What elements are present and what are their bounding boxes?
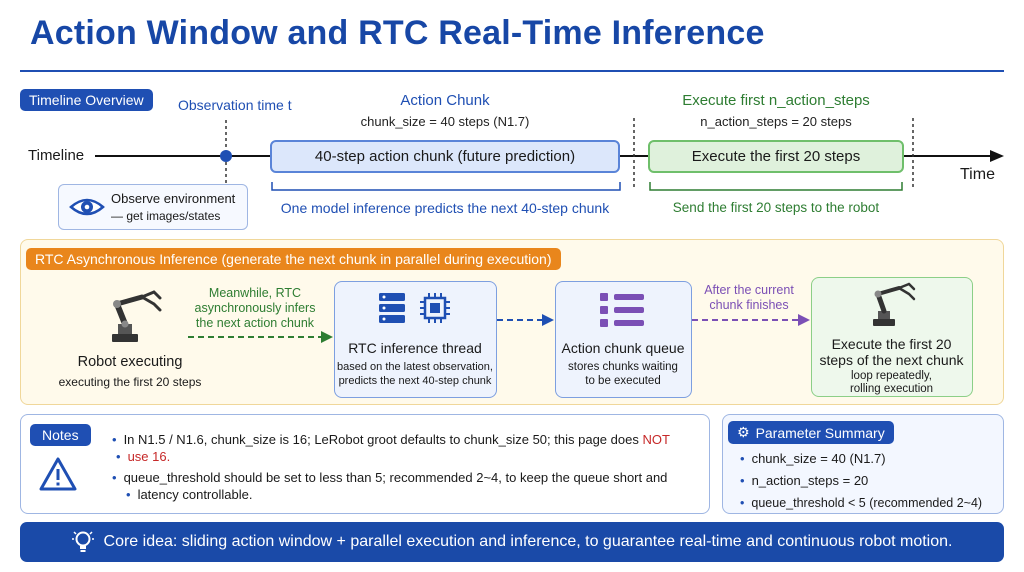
warning-icon [39, 457, 77, 491]
action-chunk-heading: Action Chunk [400, 92, 490, 109]
observe-line-2: — get images/states [111, 209, 221, 223]
time-label: Time [960, 166, 995, 183]
chunk-size-text: chunk_size = 40 steps (N1.7) [360, 114, 530, 129]
title-divider [20, 70, 1004, 72]
thread-sub-1: based on the latest observation, [337, 361, 493, 373]
note-item-2: queue_threshold should be set to less th… [112, 469, 702, 486]
eye-icon [69, 198, 105, 216]
server-chip-icon [379, 293, 450, 323]
robot-arm-icon [112, 290, 162, 342]
next-sub-2: rolling execution [849, 383, 934, 395]
execute-steps-box: Execute the first 20 steps [648, 140, 904, 173]
next-chunk-card: Execute the first 20 steps of the next c… [811, 277, 973, 397]
after-line-1: After the current [704, 283, 794, 297]
meanwhile-line-3: the next action chunk [195, 316, 315, 330]
next-title-2: steps of the next chunk [819, 352, 964, 368]
page-title: Action Window and RTC Real-Time Inferenc… [30, 14, 765, 52]
note-1-text: In N1.5 / N1.6, chunk_size is 16; LeRobo… [123, 432, 643, 447]
note-item-1-cont: use 16. [112, 448, 702, 465]
note-item-1: In N1.5 / N1.6, chunk_size is 16; LeRobo… [112, 431, 702, 448]
parameter-list: chunk_size = 40 (N1.7) n_action_steps = … [740, 448, 1000, 514]
note-item-2-cont: latency controllable. [112, 486, 702, 503]
meanwhile-line-2: asynchronously infers [194, 301, 316, 315]
action-chunk-box: 40-step action chunk (future prediction) [270, 140, 620, 173]
core-idea-text: Core idea: sliding action window + paral… [103, 533, 953, 550]
thread-sub-2: predicts the next 40-step chunk [338, 375, 492, 387]
after-line-2: chunk finishes [709, 298, 789, 312]
thread-title: RTC inference thread [348, 340, 482, 356]
observe-environment-box: Observe environment — get images/states [58, 184, 248, 230]
queue-sub-2: to be executed [585, 375, 661, 387]
queue-title: Action chunk queue [561, 340, 685, 356]
list-icon [600, 293, 644, 327]
robot-arm-icon [873, 282, 916, 326]
robot-executing-title: Robot executing [77, 354, 183, 370]
observe-line-1: Observe environment [111, 191, 236, 206]
meanwhile-line-1: Meanwhile, RTC [208, 286, 302, 300]
note-1-line2: use 16. [127, 449, 171, 464]
action-chunk-queue-card: Action chunk queue stores chunks waiting… [555, 281, 692, 398]
parameter-summary-tag: ⚙ Parameter Summary [728, 421, 894, 444]
rtc-arrows [188, 314, 810, 343]
next-sub-1: loop repeatedly, [851, 370, 932, 382]
lightbulb-icon [71, 531, 94, 552]
core-idea-banner: Core idea: sliding action window + paral… [20, 522, 1004, 562]
param-item: chunk_size = 40 (N1.7) [740, 448, 1000, 470]
gear-icon: ⚙ [737, 424, 750, 440]
observation-time-label: Observation time t [178, 97, 292, 113]
param-item: n_action_steps = 20 [740, 470, 1000, 492]
param-item: queue_threshold < 5 (recommended 2~4) [740, 492, 1000, 514]
notes-bullets: In N1.5 / N1.6, chunk_size is 16; LeRobo… [112, 431, 702, 503]
exec-steps-text: n_action_steps = 20 steps [700, 114, 852, 129]
notes-tag: Notes [30, 424, 91, 446]
queue-sub-1: stores chunks waiting [568, 361, 678, 373]
exec-caption: Send the first 20 steps to the robot [672, 200, 880, 215]
meanwhile-text: Meanwhile, RTC asynchronously infers the… [180, 286, 330, 331]
robot-executing-sub: executing the first 20 steps [58, 375, 202, 389]
note-1-not: NOT [642, 432, 670, 447]
timeline-overview-tag: Timeline Overview [20, 89, 153, 111]
execute-heading: Execute first n_action_steps [682, 92, 870, 109]
rtc-tag: RTC Asynchronous Inference (generate the… [26, 248, 561, 270]
chunk-caption: One model inference predicts the next 40… [280, 200, 610, 216]
parameter-summary-title: Parameter Summary [755, 424, 885, 441]
after-current-text: After the current chunk finishes [690, 283, 808, 313]
next-title-1: Execute the first 20 [831, 336, 952, 352]
rtc-inference-thread-card: RTC inference thread based on the latest… [334, 281, 497, 398]
timeline-label: Timeline [28, 147, 85, 164]
